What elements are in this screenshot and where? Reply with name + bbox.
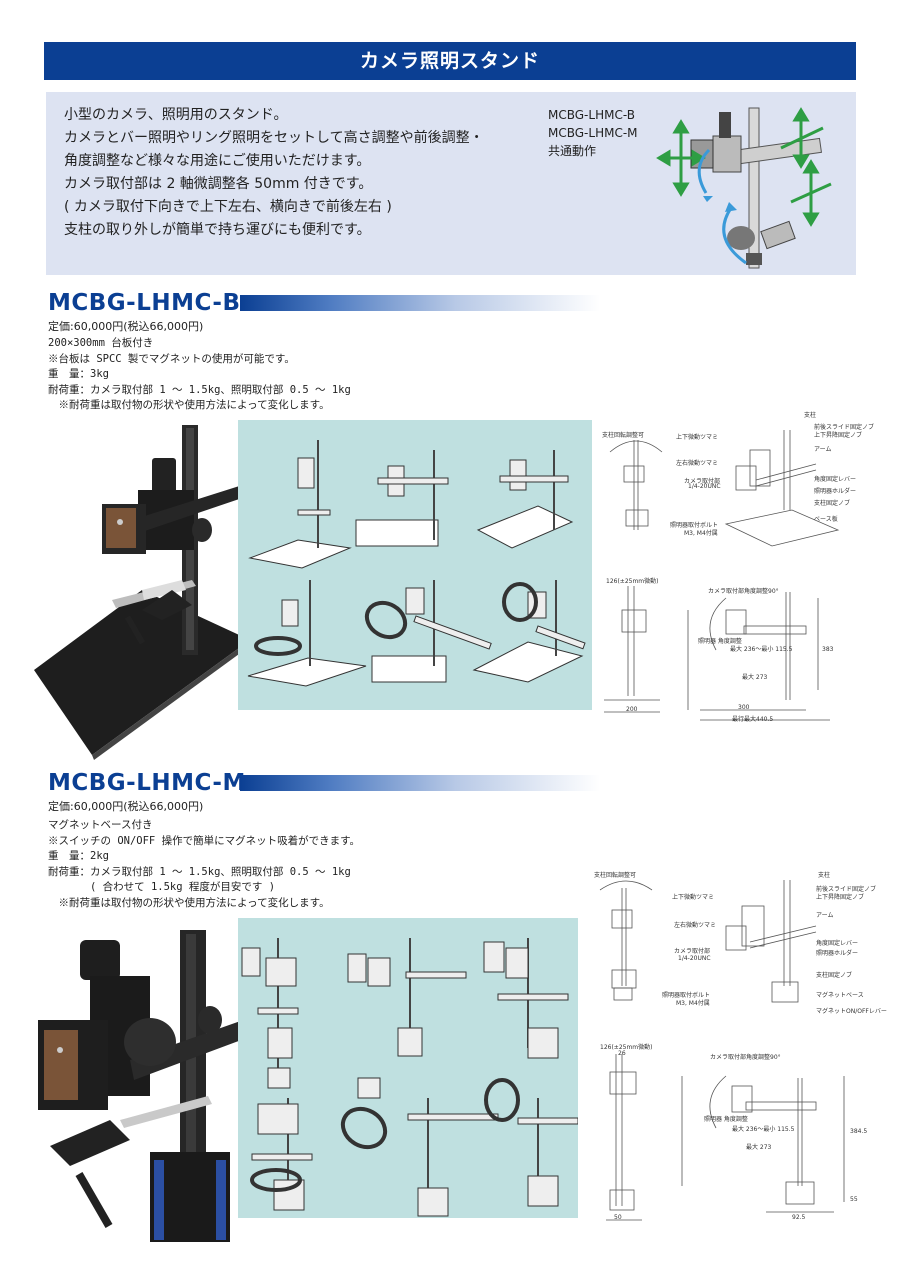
intro-model-list: MCBG-LHMC-B MCBG-LHMC-M 共通動作	[548, 106, 638, 160]
label-dim-range: 最大 236～最小 115.5	[732, 1126, 795, 1133]
spec-line: 耐荷重：カメラ取付部 1 ～ 1.5kg、照明取付部 0.5 ～ 1kg	[48, 865, 351, 878]
label-dim-200: 200	[626, 706, 638, 713]
label-angle-lever: 角度固定レバー	[816, 940, 859, 947]
label-dim-angle: カメラ取付部角度調整90°	[710, 1054, 781, 1061]
product-photo	[38, 930, 268, 1242]
label-slide-knob: 前後スライド固定ノブ	[816, 886, 877, 893]
heading-gradient-bar	[240, 775, 600, 791]
label-dim-126: 126(±25mm微動)	[600, 1044, 653, 1051]
intro-model: MCBG-LHMC-B	[548, 108, 635, 122]
heading-gradient-bar	[240, 295, 600, 311]
spec-line: 耐荷重：カメラ取付部 1 ～ 1.5kg、照明取付部 0.5 ～ 1kg	[48, 383, 351, 396]
product-heading: MCBG-LHMC-B	[48, 290, 648, 318]
label-lift-knob: 上下昇降固定ノブ	[814, 432, 863, 439]
product-specs: マグネットベース付き ※スイッチの ON/OFF 操作で簡単にマグネット吸着がで…	[48, 818, 360, 911]
label-camera-mount: カメラ取付部	[684, 478, 721, 485]
label-light-bolt: 照明器取付ボルト	[670, 522, 719, 529]
label-mag-base: マグネットベース	[816, 992, 864, 999]
label-lr-knob: 左右微動ツマミ	[674, 922, 717, 929]
label-lift-knob: 上下昇降固定ノブ	[816, 894, 865, 901]
label-dim-light-angle: 照明器 角度調整	[704, 1116, 748, 1123]
label-dim-travel: 最行最大440.5	[732, 716, 774, 723]
label-dim-383: 383	[822, 646, 834, 653]
label-dim-384: 384.5	[850, 1128, 868, 1135]
spec-line: ※スイッチの ON/OFF 操作で簡単にマグネット吸着ができます。	[48, 834, 361, 847]
label-arm: アーム	[816, 912, 834, 919]
label-dim-light-angle: 照明器 角度調整	[698, 638, 742, 645]
label-dim-273: 最大 273	[746, 1144, 772, 1151]
label-camera-mount: カメラ取付部	[674, 948, 711, 955]
product-price: 定価:60,000円(税込66,000円)	[48, 800, 204, 813]
intro-model: MCBG-LHMC-M	[548, 126, 638, 140]
label-dim-range: 最大 236～最小 115.5	[730, 646, 793, 653]
spec-line: 200×300mm 台板付き	[48, 337, 154, 349]
label-dim-126: 126(±25mm微動)	[606, 578, 659, 585]
product-photo	[34, 425, 254, 760]
product-price: 定価:60,000円(税込66,000円)	[48, 320, 204, 333]
product-heading: MCBG-LHMC-M	[48, 770, 648, 798]
dimension-drawing	[599, 880, 845, 1221]
label-pillar-rotate: 支柱回転調整可	[602, 432, 645, 439]
intro-line: カメラ取付部は 2 軸微調整各 50mm 付きです。	[64, 176, 373, 192]
spec-line: ※台板は SPCC 製でマグネットの使用が可能です。	[48, 352, 295, 365]
label-dim-92-5: 92.5	[792, 1214, 806, 1221]
label-pillar-rotate: 支柱回転調整可	[594, 872, 637, 879]
label-light-bolt-size: M3, M4付属	[676, 1000, 710, 1007]
usage-examples-panel	[238, 918, 579, 1218]
usage-examples-drawing	[247, 440, 586, 687]
label-dim-300: 300	[738, 704, 750, 711]
usage-examples-drawing	[241, 938, 579, 1217]
label-arm: アーム	[814, 446, 832, 453]
label-light-bolt: 照明器取付ボルト	[662, 992, 711, 999]
label-dim-273: 最大 273	[742, 674, 768, 681]
label-updown-knob: 上下微動ツマミ	[676, 434, 719, 441]
usage-examples-panel	[238, 420, 592, 710]
label-pillar-knob: 支柱固定ノブ	[816, 972, 853, 979]
motion-diagram	[656, 107, 832, 269]
label-lr-knob: 左右微動ツマミ	[676, 460, 719, 467]
spec-line: ※耐荷重は取付物の形状や使用方法によって変化します。	[48, 896, 330, 909]
product-name: MCBG-LHMC-B	[48, 290, 241, 316]
spec-line: マグネットベース付き	[48, 819, 153, 831]
label-base-plate: ベース板	[814, 516, 838, 523]
label-pillar-knob: 支柱固定ノブ	[814, 500, 851, 507]
product-name: MCBG-LHMC-M	[48, 770, 246, 796]
label-dim-55: 55	[850, 1196, 858, 1203]
label-angle-lever: 角度固定レバー	[814, 476, 857, 483]
intro-line: ( カメラ取付下向きで上下左右、横向きで前後左右 )	[64, 199, 392, 215]
intro-description: 小型のカメラ、照明用のスタンド。 カメラとバー照明やリング照明をセットして高さ調…	[64, 104, 484, 242]
label-camera-mount-thread: 1/4-20UNC	[678, 955, 711, 962]
label-mag-switch: マグネットON/OFFレバー	[816, 1008, 887, 1015]
label-dim-angle: カメラ取付部角度調整90°	[708, 588, 779, 595]
label-pillar: 支柱	[804, 412, 817, 419]
label-dim-50: 50	[614, 1214, 622, 1221]
technical-drawing: 支柱回転調整可 上下微動ツマミ 左右微動ツマミ カメラ取付部 1/4-20UNC…	[586, 866, 896, 1228]
intro-line: 角度調整など様々な用途にご使用いただけます。	[64, 153, 371, 169]
product-specs: 200×300mm 台板付き ※台板は SPCC 製でマグネットの使用が可能です…	[48, 336, 351, 414]
intro-line: カメラとバー照明やリング照明をセットして高さ調整や前後調整・	[64, 130, 484, 146]
intro-line: 支柱の取り外しが簡単で持ち運びにも便利です。	[64, 222, 371, 238]
label-slide-knob: 前後スライド固定ノブ	[814, 424, 875, 431]
spec-line: ※耐荷重は取付物の形状や使用方法によって変化します。	[48, 399, 330, 411]
spec-line: ( 合わせて 1.5kg 程度が目安です )	[48, 881, 276, 893]
page-title: カメラ照明スタンド	[44, 42, 856, 80]
label-light-holder: 照明器ホルダー	[816, 950, 859, 957]
spec-line: 重 量：2kg	[48, 850, 109, 862]
label-pillar: 支柱	[818, 872, 831, 879]
label-dim-26: 26	[618, 1050, 626, 1057]
label-light-holder: 照明器ホルダー	[814, 488, 857, 495]
label-light-bolt-size: M3, M4付属	[684, 530, 718, 537]
label-updown-knob: 上下微動ツマミ	[672, 894, 715, 901]
spec-line: 重 量：3kg	[48, 368, 109, 380]
technical-drawing: 支柱回転調整可 上下微動ツマミ 左右微動ツマミ カメラ取付部 1/4-20UNC…	[596, 410, 896, 730]
intro-model: 共通動作	[548, 144, 597, 158]
intro-box: 小型のカメラ、照明用のスタンド。 カメラとバー照明やリング照明をセットして高さ調…	[46, 92, 856, 275]
intro-line: 小型のカメラ、照明用のスタンド。	[64, 107, 288, 123]
dimension-drawing	[604, 430, 840, 721]
label-camera-mount-thread: 1/4-20UNC	[688, 483, 721, 490]
